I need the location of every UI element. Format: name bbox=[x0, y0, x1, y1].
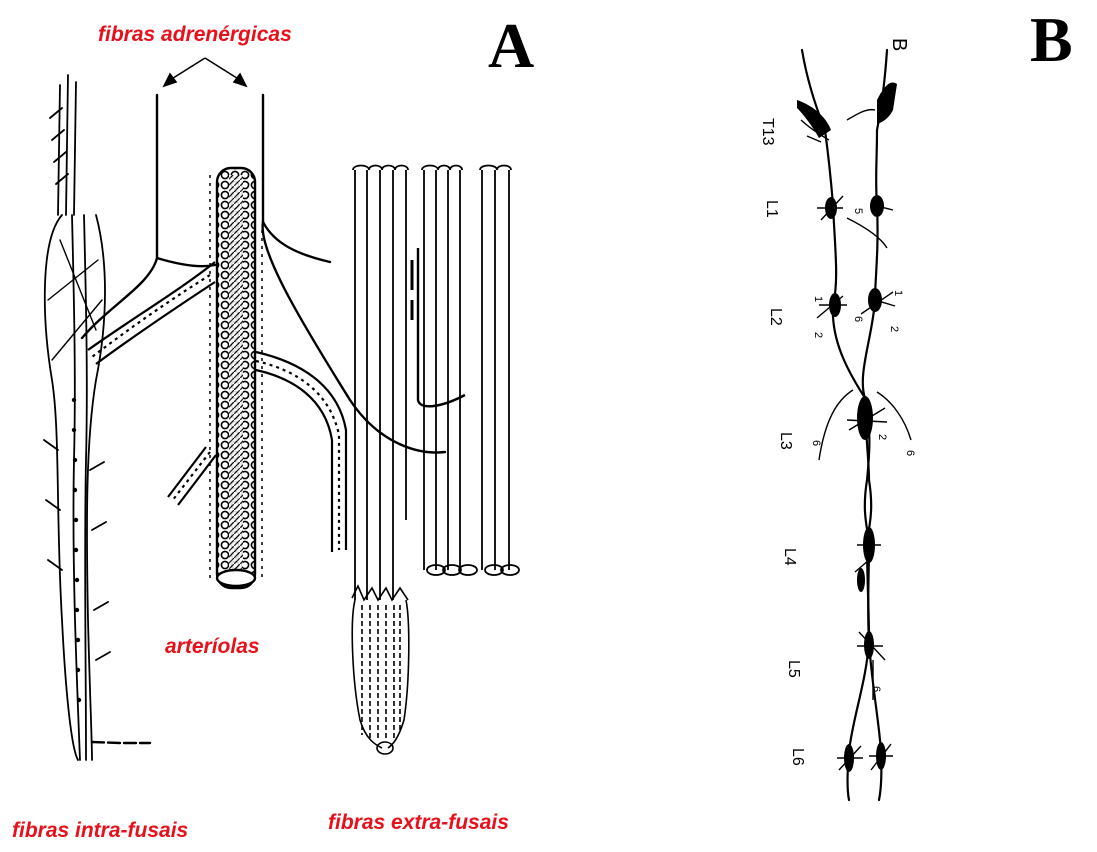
svg-text:1: 1 bbox=[812, 296, 824, 302]
chain-ganglia bbox=[797, 83, 897, 772]
segment-labels: T13 L1 L2 L3 L4 L5 L6 bbox=[759, 118, 806, 766]
svg-text:2: 2 bbox=[888, 326, 900, 332]
segment-label-l6: L6 bbox=[789, 748, 806, 766]
svg-text:6: 6 bbox=[810, 440, 822, 446]
intrafusal-fibers-label: fibras intra-fusais bbox=[12, 820, 188, 841]
right-branch-arteriole bbox=[256, 352, 346, 552]
segment-label-l5: L5 bbox=[785, 660, 802, 678]
svg-text:5: 5 bbox=[852, 208, 864, 214]
svg-text:2: 2 bbox=[812, 332, 824, 338]
central-arteriole bbox=[210, 168, 262, 588]
segment-label-l3: L3 bbox=[777, 432, 794, 450]
svg-text:1: 1 bbox=[892, 290, 904, 296]
panel-a-drawing bbox=[0, 0, 640, 852]
svg-text:6: 6 bbox=[904, 450, 916, 456]
panel-b-drawing-corner-label: B bbox=[888, 38, 910, 51]
panel-b-sympathetic-chain: T13 L1 L2 L3 L4 L5 L6 B 5 1 1 6 2 2 2 6 … bbox=[697, 0, 1097, 852]
left-branch-arteriole bbox=[88, 262, 216, 505]
segment-label-l4: L4 bbox=[781, 548, 798, 566]
svg-text:6: 6 bbox=[852, 316, 864, 322]
extrafusal-fibers-label: fibras extra-fusais bbox=[328, 812, 509, 833]
intrafusal-fiber-bundle bbox=[44, 75, 150, 760]
extrafusal-adrenergic-ending bbox=[412, 248, 465, 406]
svg-text:2: 2 bbox=[876, 434, 888, 440]
adrenergic-arrows bbox=[164, 58, 246, 86]
extrafusal-fiber-tubes bbox=[353, 166, 519, 601]
panel-a-letter: A bbox=[488, 14, 534, 78]
svg-text:6: 6 bbox=[870, 686, 882, 692]
segment-label-t13: T13 bbox=[759, 118, 776, 146]
adrenergic-nerve-trunk bbox=[82, 95, 445, 452]
segment-label-l1: L1 bbox=[763, 200, 780, 218]
adrenergic-fibers-label: fibras adrenérgicas bbox=[98, 24, 292, 45]
branch-numbers: 5 1 1 6 2 2 2 6 6 6 bbox=[810, 208, 916, 692]
spindle-terminal bbox=[352, 586, 409, 754]
arterioles-label: arteríolas bbox=[165, 636, 260, 657]
segment-label-l2: L2 bbox=[767, 308, 784, 326]
